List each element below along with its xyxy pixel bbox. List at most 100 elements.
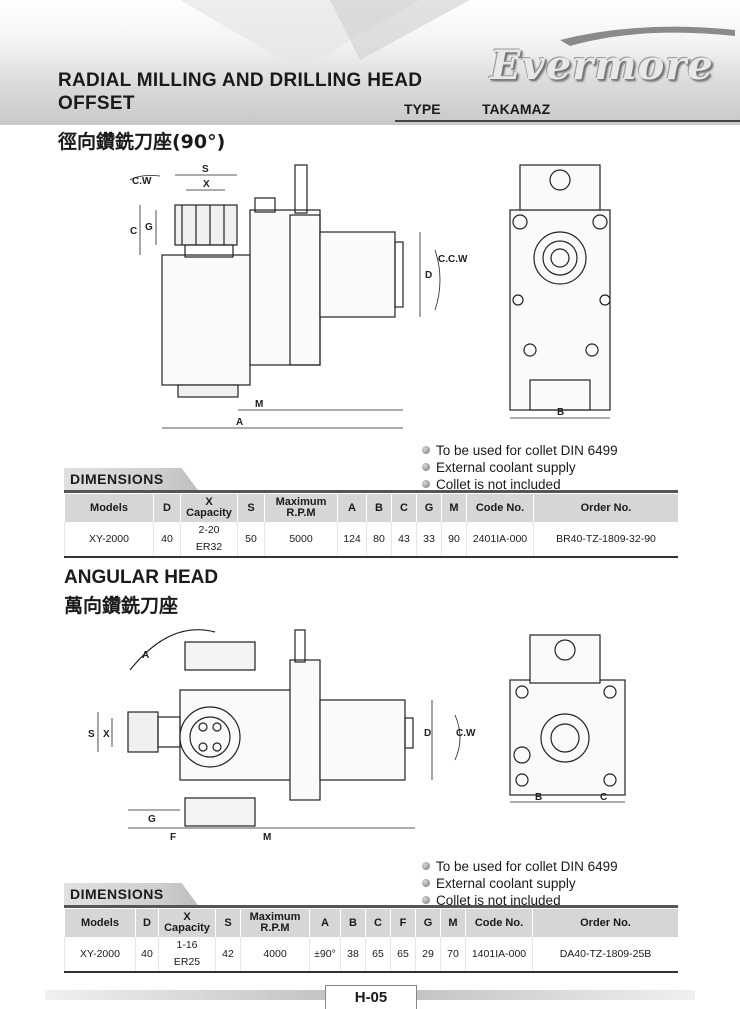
col-header: A <box>337 494 367 522</box>
dim-label-s: S <box>88 729 95 740</box>
cell-c: 65 <box>365 937 391 972</box>
cell-b: 38 <box>340 937 366 972</box>
dim-label-m: M <box>255 399 263 410</box>
note-item: External coolant supply <box>422 459 618 476</box>
section2-chinese-title: 萬向鑽銑刀座 <box>64 595 179 617</box>
cell-code: 2401IA-000 <box>466 522 534 557</box>
dim-label-cw: C.W <box>456 728 476 739</box>
cell-a: 124 <box>337 522 367 557</box>
cell-s: 50 <box>237 522 265 557</box>
cell-f: 65 <box>390 937 416 972</box>
dim-label-ccw: C.C.W <box>438 254 468 265</box>
section1-notes: To be used for collet DIN 6499 External … <box>422 442 618 493</box>
col-header: G <box>415 909 441 937</box>
note-item: Collet is not included <box>422 892 618 909</box>
dim-label-cw: C.W <box>132 176 152 187</box>
cell-order: DA40-TZ-1809-25B <box>532 937 678 972</box>
dim-label-d: D <box>424 728 431 739</box>
dim-label-f: F <box>170 832 176 843</box>
dimensions-table-1: Models D X Capacity S Maximum R.P.M A B … <box>64 494 678 558</box>
radial-head-drawing: S X C G D M A B C.W C.C.W <box>129 164 611 429</box>
dim-label-g: G <box>148 814 156 825</box>
col-header: Code No. <box>465 909 533 937</box>
dim-label-a: A <box>236 417 243 428</box>
angular-head-drawing: A S X D G F M B C C.W <box>88 629 626 843</box>
dim-label-b: B <box>557 407 564 418</box>
dim-label-b: B <box>535 792 542 803</box>
dimensions-table-2: Models D X Capacity S Maximum R.P.M A B … <box>64 909 678 973</box>
cell-rpm: 5000 <box>264 522 338 557</box>
col-header: F <box>390 909 416 937</box>
col-header: X Capacity <box>180 494 238 522</box>
col-header: Models <box>64 909 136 937</box>
col-header: D <box>135 909 159 937</box>
type-underline <box>395 120 740 122</box>
dimensions-rule <box>64 905 678 908</box>
col-header: B <box>340 909 366 937</box>
note-item: External coolant supply <box>422 875 618 892</box>
dim-label-x: X <box>203 179 210 190</box>
dim-label-s: S <box>202 164 209 175</box>
col-header: G <box>416 494 442 522</box>
cell-x-collet: ER32 <box>195 541 223 553</box>
cell-x-range: 2-20 <box>198 524 220 536</box>
col-header: A <box>309 909 341 937</box>
page-title-line1: RADIAL MILLING AND DRILLING HEAD <box>58 70 423 91</box>
note-item: To be used for collet DIN 6499 <box>422 858 618 875</box>
cell-g: 29 <box>415 937 441 972</box>
header-swoosh <box>180 0 735 70</box>
dim-label-d: D <box>425 270 432 281</box>
type-label: TYPE <box>404 101 441 117</box>
col-header: Models <box>64 494 154 522</box>
col-header: Maximum R.P.M <box>264 494 338 522</box>
col-header: S <box>215 909 241 937</box>
brand-logo: Evermore <box>490 42 714 89</box>
type-value: TAKAMAZ <box>482 101 551 117</box>
col-header: C <box>365 909 391 937</box>
dim-label-c: C <box>600 792 607 803</box>
cell-m: 90 <box>441 522 467 557</box>
note-item: Collet is not included <box>422 476 618 493</box>
cell-d: 40 <box>135 937 159 972</box>
col-header: Code No. <box>466 494 534 522</box>
page-title-line2: OFFSET <box>58 93 135 114</box>
col-header: D <box>153 494 181 522</box>
cell-g: 33 <box>416 522 442 557</box>
cell-model: XY-2000 <box>64 937 136 972</box>
dimensions-rule <box>64 490 678 493</box>
cell-s: 42 <box>215 937 241 972</box>
col-header: X Capacity <box>158 909 216 937</box>
section2-notes: To be used for collet DIN 6499 External … <box>422 858 618 909</box>
cell-m: 70 <box>440 937 466 972</box>
cell-model: XY-2000 <box>64 522 154 557</box>
col-header: S <box>237 494 265 522</box>
dim-label-a: A <box>142 650 149 661</box>
cell-d: 40 <box>153 522 181 557</box>
page-number: H-05 <box>325 985 417 1009</box>
cell-x-collet: ER25 <box>173 956 201 968</box>
dim-label-x: X <box>103 729 110 740</box>
col-header: C <box>391 494 417 522</box>
cell-c: 43 <box>391 522 417 557</box>
cell-b: 80 <box>366 522 392 557</box>
cell-code: 1401IA-000 <box>465 937 533 972</box>
dim-label-c: C <box>130 226 137 237</box>
section1-chinese-title: 徑向鑽銑刀座(90°) <box>58 131 226 153</box>
col-header: M <box>441 494 467 522</box>
cell-rpm: 4000 <box>240 937 310 972</box>
cell-a: ±90° <box>309 937 341 972</box>
cell-x-range: 1-16 <box>176 939 198 951</box>
col-header: Order No. <box>533 494 678 522</box>
note-item: To be used for collet DIN 6499 <box>422 442 618 459</box>
col-header: M <box>440 909 466 937</box>
col-header: B <box>366 494 392 522</box>
dimensions-label: DIMENSIONS <box>64 883 198 905</box>
col-header: Maximum R.P.M <box>240 909 310 937</box>
dim-label-g: G <box>145 222 153 233</box>
dim-label-m: M <box>263 832 271 843</box>
section2-title: ANGULAR HEAD <box>64 567 219 588</box>
